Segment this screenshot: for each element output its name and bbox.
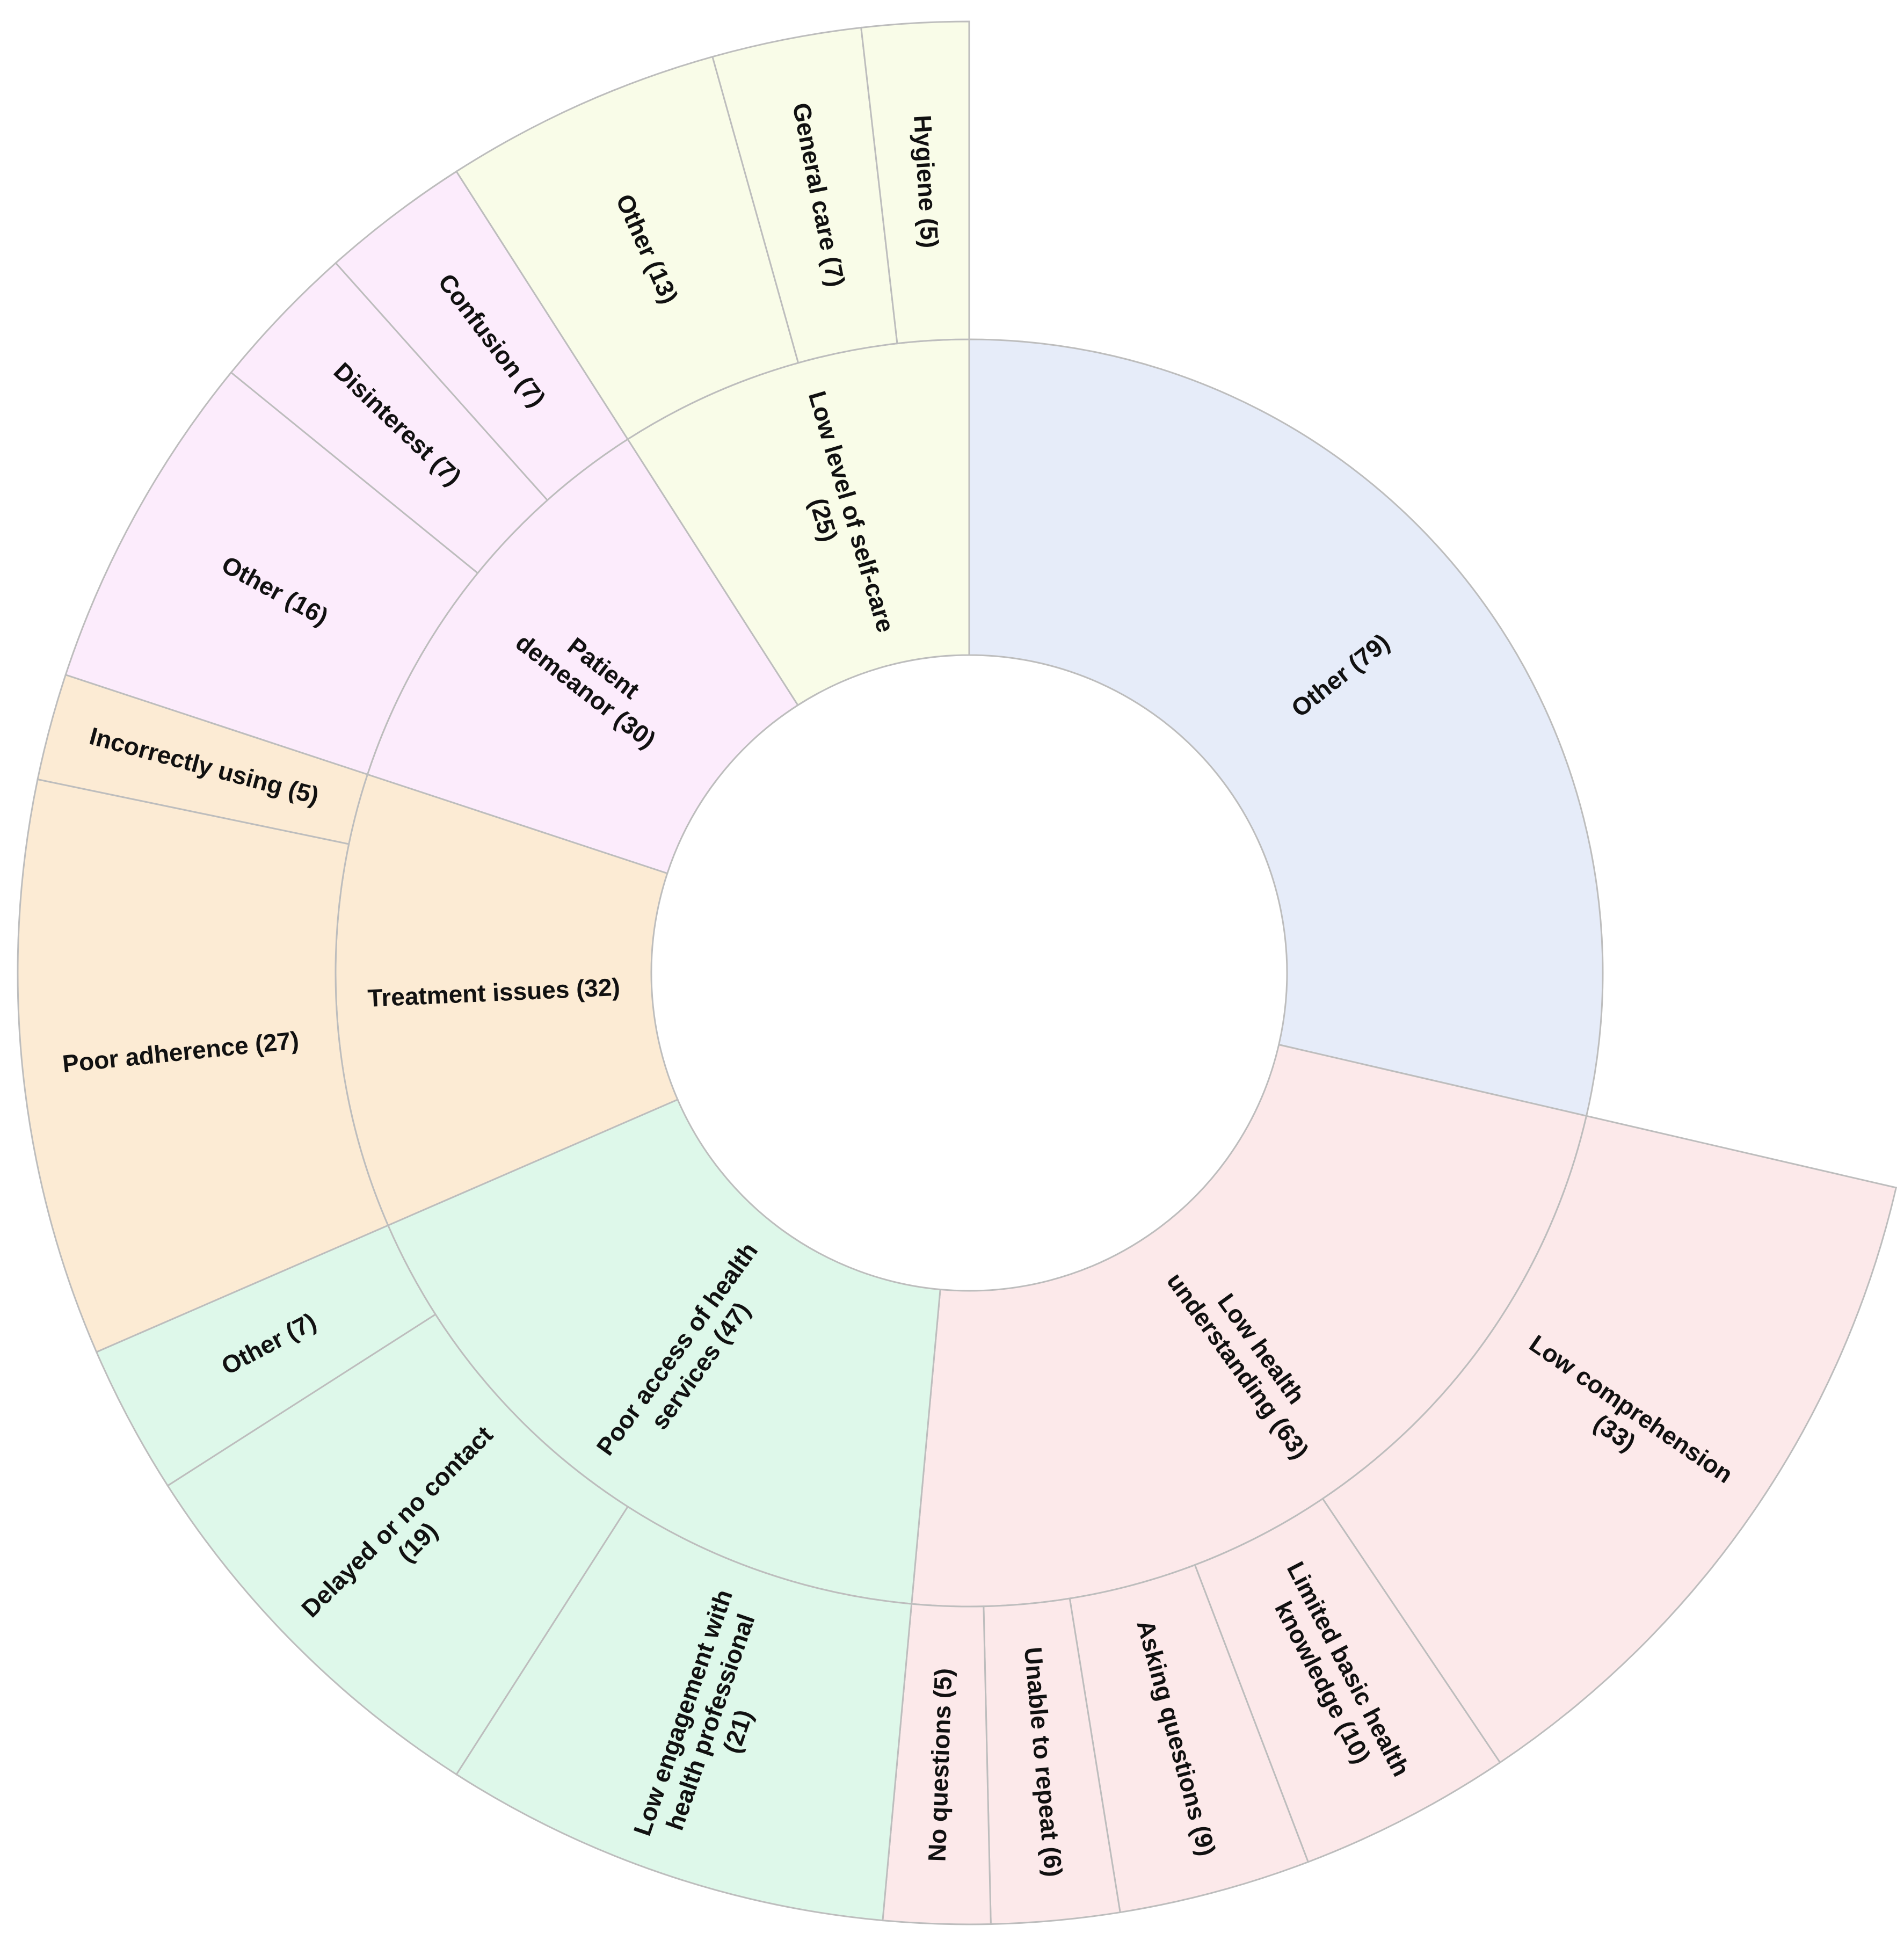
outer-segment-hygiene-5 <box>860 20 970 345</box>
outer-segment-low-comprehension-33 <box>1321 1115 1898 1764</box>
inner-segment-other-79 <box>968 338 1604 1117</box>
outer-segment-poor-adherence-27 <box>17 778 389 1353</box>
outer-segment-low-engagement-with-health-professional-21 <box>455 1505 913 1922</box>
inner-ring <box>335 338 1604 1608</box>
outer-ring <box>17 20 1898 1925</box>
outer-label-no-questions-5: No questions (5) <box>923 1668 957 1862</box>
